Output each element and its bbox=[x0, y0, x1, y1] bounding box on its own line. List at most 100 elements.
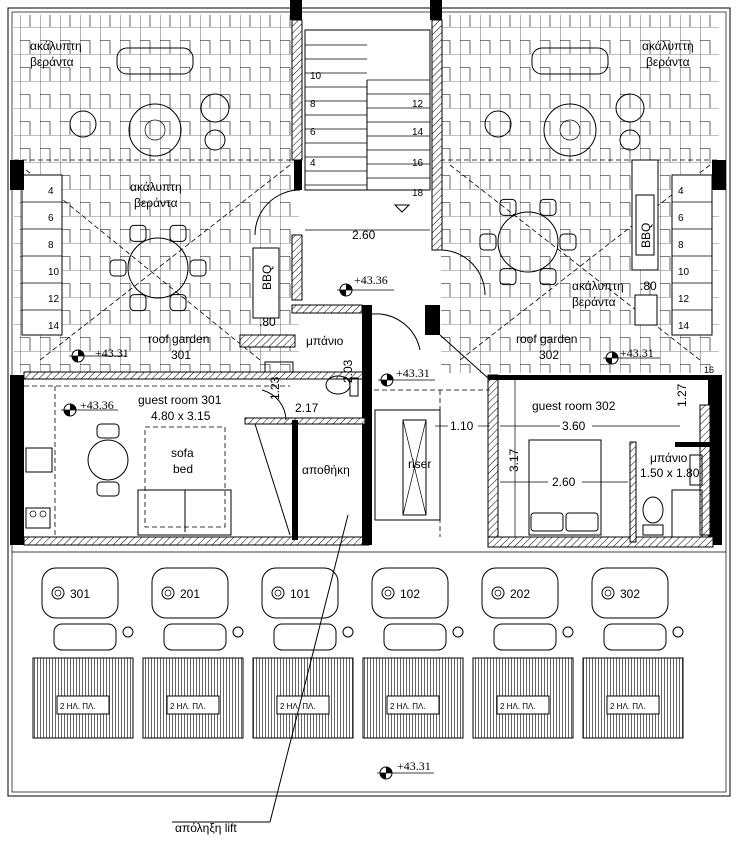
car-seat bbox=[383, 623, 447, 651]
stair-step-label: 10 bbox=[310, 71, 322, 82]
lift-label: απόληξη lift bbox=[175, 821, 237, 835]
stair-step-label: 14 bbox=[412, 127, 424, 138]
terrace-stair-left bbox=[21, 174, 63, 336]
lift-leader-line bbox=[269, 514, 349, 823]
solar-panel-label: 2 ΗΛ. ΠΛ. bbox=[280, 702, 316, 711]
parking-space-label: 302 bbox=[620, 587, 640, 601]
dim-3-60: 3.60 bbox=[562, 419, 586, 433]
chair bbox=[539, 198, 557, 216]
riser bbox=[374, 409, 441, 521]
bbq-left-label: BBQ bbox=[260, 265, 274, 290]
car-seat bbox=[53, 623, 117, 651]
dim-1-27: 1.27 bbox=[675, 383, 689, 407]
terrace-step-label: 6 bbox=[678, 213, 684, 224]
parking-space-301[interactable] bbox=[41, 567, 119, 619]
stair-step-label: 8 bbox=[310, 99, 316, 110]
stair-step-label: 18 bbox=[412, 188, 424, 199]
armchair bbox=[615, 93, 645, 123]
pin-icon bbox=[601, 586, 615, 600]
terrace-step-label: 10 bbox=[48, 267, 60, 278]
level-roof-garden-302: +43.31 bbox=[620, 346, 654, 360]
terrace-step-label: 6 bbox=[48, 213, 54, 224]
dim-stair-width: 2.60 bbox=[352, 228, 376, 242]
bath-302-size: 1.50 x 1.80 bbox=[640, 466, 700, 480]
bath-301-label: μπάνιο bbox=[306, 334, 344, 348]
parking-space-202[interactable] bbox=[481, 567, 559, 619]
terrace-step-label: 10 bbox=[678, 267, 690, 278]
parking-space-101[interactable] bbox=[261, 567, 339, 619]
parking-space-102[interactable] bbox=[371, 567, 449, 619]
parking-space-label: 101 bbox=[290, 587, 310, 601]
level-room-301: +43.36 bbox=[80, 398, 114, 412]
armchair bbox=[69, 110, 97, 138]
terrace-label: βεράντα bbox=[646, 55, 690, 69]
riser-label: riser bbox=[408, 457, 431, 471]
terrace-label: βεράντα bbox=[134, 196, 178, 210]
chair bbox=[479, 233, 497, 251]
roof-garden-301-label: roof garden bbox=[148, 332, 209, 346]
pin-icon bbox=[491, 586, 505, 600]
level-stair: +43.36 bbox=[354, 273, 388, 287]
pin-icon bbox=[161, 586, 175, 600]
parking-space-201[interactable] bbox=[151, 567, 229, 619]
parking-space-label: 201 bbox=[180, 587, 200, 601]
stair-step-label: 4 bbox=[310, 158, 316, 169]
chair bbox=[129, 224, 147, 242]
chair bbox=[189, 259, 207, 277]
main-staircase bbox=[304, 29, 431, 231]
dim-2-03: 2.03 bbox=[341, 359, 355, 383]
terrace-label: βεράντα bbox=[572, 295, 616, 309]
terrace-step-label: 4 bbox=[48, 186, 54, 197]
dining-table-301 bbox=[87, 439, 129, 481]
parking-space-label: 202 bbox=[510, 587, 530, 601]
stair-step-label: 16 bbox=[412, 158, 424, 169]
dim-1-23: 1.23 bbox=[268, 376, 282, 400]
terrace-step-label: 8 bbox=[48, 240, 54, 251]
parking-space-label: 301 bbox=[70, 587, 90, 601]
solar-panel-label: 2 ΗΛ. ΠΛ. bbox=[60, 702, 96, 711]
coffee-table bbox=[543, 103, 597, 157]
site-boundary bbox=[7, 7, 731, 797]
terrace-step-label: 4 bbox=[678, 186, 684, 197]
armchair bbox=[200, 93, 230, 123]
chair bbox=[169, 224, 187, 242]
car-seat bbox=[273, 623, 337, 651]
armchair bbox=[484, 110, 512, 138]
pin-icon bbox=[271, 586, 285, 600]
terrace-label: ακάλυπτη bbox=[130, 180, 182, 194]
guest-room-301-title: guest room 301 bbox=[138, 393, 222, 407]
dim-1-10: 1.10 bbox=[450, 419, 474, 433]
storage-label: αποθήκη bbox=[302, 463, 350, 477]
solar-panel-label: 2 ΗΛ. ΠΛ. bbox=[390, 702, 426, 711]
terrace-label: ακάλυπτη bbox=[572, 279, 624, 293]
parking-space-302[interactable] bbox=[591, 567, 669, 619]
pin-icon bbox=[381, 586, 395, 600]
level-parking: +43.31 bbox=[397, 759, 431, 773]
terrace-dining-table bbox=[497, 211, 559, 273]
terrace-step-label: 12 bbox=[48, 294, 60, 305]
guest-room-301-size: 4.80 x 3.15 bbox=[151, 409, 211, 423]
level-lobby: +43.31 bbox=[396, 366, 430, 380]
solar-panel-label: 2 ΗΛ. ΠΛ. bbox=[170, 702, 206, 711]
chair bbox=[109, 259, 127, 277]
terrace-stair-right bbox=[671, 174, 713, 336]
chair bbox=[129, 294, 147, 312]
bed-302 bbox=[528, 439, 602, 536]
chair bbox=[559, 233, 577, 251]
dim-bbq-right: .80 bbox=[640, 279, 657, 293]
solar-panel-label: 2 ΗΛ. ΠΛ. bbox=[610, 702, 646, 711]
dim-bbq-left: .80 bbox=[259, 315, 276, 329]
bbq-right-label: BBQ bbox=[639, 223, 653, 248]
terrace-label: ακάλυπτη bbox=[30, 39, 82, 53]
terrace-step-label: 12 bbox=[678, 294, 690, 305]
coffee-table bbox=[128, 103, 182, 157]
stair-step-label: 6 bbox=[310, 127, 316, 138]
sofa bbox=[116, 47, 194, 75]
parking-space-label: 102 bbox=[400, 587, 420, 601]
roof-garden-301-number: 301 bbox=[171, 348, 191, 362]
roof-garden-302-label: roof garden bbox=[516, 332, 577, 346]
dim-3-17: 3.17 bbox=[507, 448, 521, 472]
bath-302-label: μπάνιο bbox=[650, 451, 688, 465]
stair-step-label: 12 bbox=[412, 99, 424, 110]
car-seat bbox=[493, 623, 557, 651]
